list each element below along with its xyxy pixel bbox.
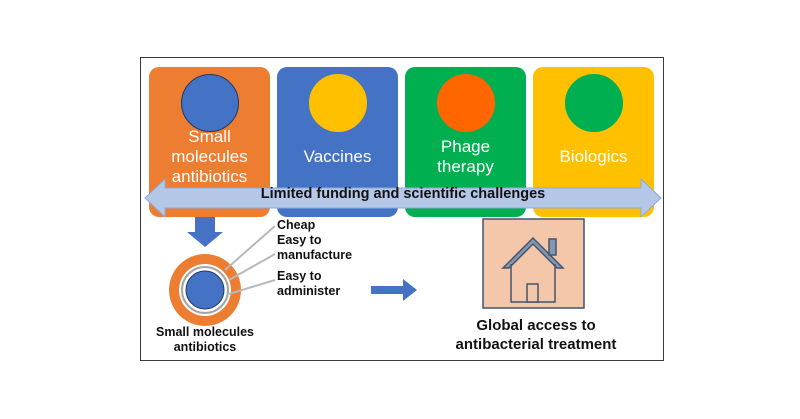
feature-easy-to-administer: Easy to administer: [277, 269, 341, 298]
blue-circle-icon: [180, 74, 239, 132]
card-label-line: Vaccines: [303, 147, 372, 166]
connector-line: [224, 225, 276, 271]
yellow-circle-icon: [308, 74, 367, 132]
card-label-line: Small: [188, 127, 231, 146]
feature-cheap: Cheap: [277, 218, 316, 232]
card-label-line: Biologics: [559, 147, 628, 166]
left-caption: Small molecules antibiotics: [156, 325, 254, 354]
house-door-icon: [526, 283, 539, 303]
house-roof-icon: [501, 236, 565, 269]
card-label-line: antibiotics: [171, 167, 248, 186]
inner-blue-circle-icon: [185, 270, 225, 310]
green-circle-icon: [564, 74, 623, 132]
connector-line: [228, 253, 276, 281]
orange-circle-icon: [436, 74, 495, 132]
card-label-line: molecules: [171, 147, 248, 166]
gray-ring: [181, 266, 229, 314]
card-label-line: therapy: [437, 157, 494, 176]
connector-line: [228, 279, 276, 295]
right-caption: Global access to antibacterial treatment: [455, 317, 617, 353]
banner-text: Limited funding and scientific challenge…: [260, 186, 546, 202]
double-arrow-banner: [144, 177, 662, 219]
diagram-frame: Small molecules antibiotics Vaccines Pha…: [140, 57, 664, 361]
feature-easy-to-manufacture: Easy to manufacture: [277, 233, 353, 262]
card-label-line: Phage: [440, 137, 491, 156]
house-chimney: [548, 238, 557, 256]
right-arrow-icon: [371, 279, 417, 301]
diagram-graphics: [144, 177, 662, 326]
down-arrow-icon: [187, 217, 223, 247]
